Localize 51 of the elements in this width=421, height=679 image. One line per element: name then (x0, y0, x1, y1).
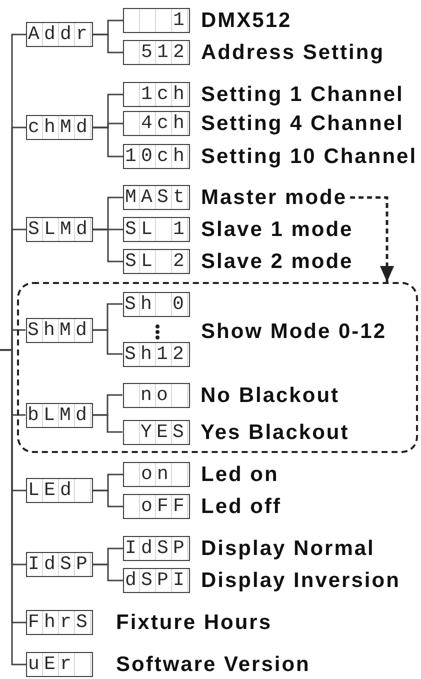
segment-display: Addr (26, 22, 93, 47)
dashed-group-box (17, 282, 418, 453)
connector-line (92, 329, 122, 355)
menu-description: Master mode (201, 185, 348, 210)
segment-display: dSPI (123, 568, 190, 593)
connector-line (93, 564, 123, 582)
connector-line (93, 490, 123, 508)
menu-description: Led on (201, 462, 279, 487)
menu-description: Fixture Hours (116, 610, 272, 635)
segment-display: 4ch (123, 111, 190, 136)
menu-description: Yes Blackout (200, 420, 350, 444)
connector-line (93, 34, 123, 54)
segment-display: oFF (123, 494, 190, 519)
segment-display: SL 1 (123, 217, 190, 242)
dashed-arrow (350, 196, 394, 282)
segment-display: YES (122, 420, 190, 444)
menu-description: Software Version (116, 652, 310, 677)
menu-description: Setting 1 Channel (201, 82, 404, 107)
menu-description: DMX512 (201, 8, 292, 33)
menu-description: Slave 1 mode (201, 217, 354, 242)
segment-display: MASt (123, 185, 190, 210)
segment-display: no (122, 382, 190, 408)
segment-display: uEr (26, 652, 93, 677)
menu-description: Address Setting (201, 40, 385, 65)
segment-display: bLMd (26, 402, 92, 428)
segment-display: FhrS (26, 610, 93, 635)
segment-display: 1 (123, 8, 190, 33)
segment-display: ShMd (26, 318, 92, 342)
connector-line (92, 414, 122, 433)
segment-display: IdSP (123, 536, 190, 561)
menu-description: Setting 4 Channel (201, 111, 404, 136)
segment-display: LEd (26, 478, 93, 503)
segment-display: chMd (26, 115, 93, 140)
segment-display: Sh 0 (122, 292, 190, 316)
menu-description: Show Mode 0-12 (201, 319, 388, 345)
menu-description: Display Inversion (201, 568, 400, 593)
segment-display: 10ch (123, 144, 190, 169)
connector-line (93, 126, 123, 158)
segment-display: SL 2 (123, 249, 190, 274)
segment-display: on (123, 462, 190, 487)
segment-display: SLMd (26, 217, 93, 242)
segment-display: Sh12 (122, 342, 190, 366)
connector-line (93, 228, 123, 262)
menu-description: Setting 10 Channel (201, 144, 418, 169)
menu-description: Slave 2 mode (201, 249, 354, 274)
segment-display: IdSP (26, 552, 93, 577)
menu-description: Display Normal (201, 536, 375, 561)
segment-display: 1ch (123, 82, 190, 107)
menu-description: No Blackout (200, 382, 340, 408)
menu-description: Led off (201, 494, 282, 519)
segment-display: 512 (123, 40, 190, 65)
